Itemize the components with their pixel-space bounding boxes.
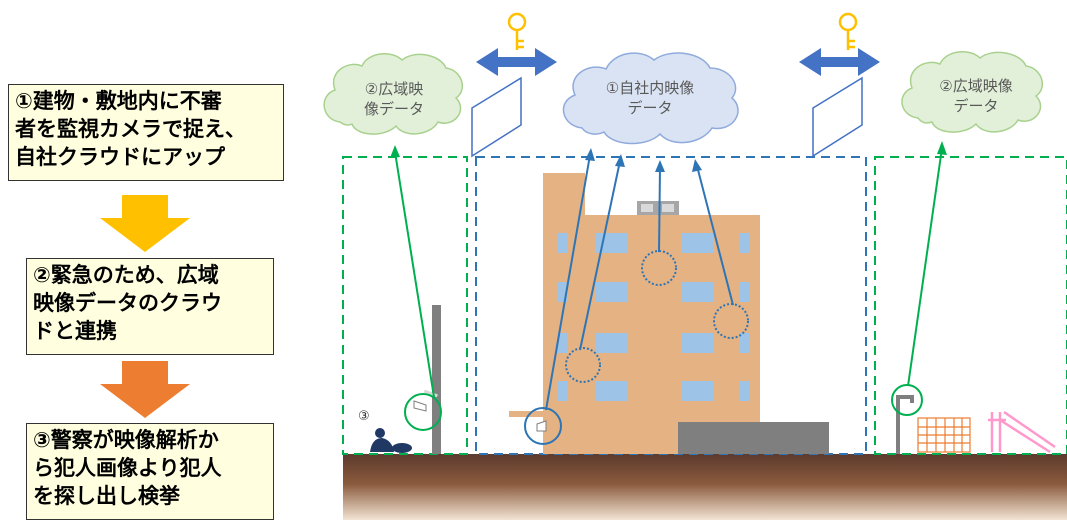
step-2-line-3: ドと連携 bbox=[33, 319, 117, 343]
left-cloud-line-2: 像データ bbox=[364, 100, 424, 118]
fence bbox=[917, 417, 971, 453]
left-cloud bbox=[323, 53, 464, 135]
step-3-line-2: ら犯人画像より犯人 bbox=[33, 456, 222, 480]
right-firewall-panel bbox=[812, 76, 863, 158]
step-3-line-3: を探し出し検挙 bbox=[33, 484, 180, 508]
center-cloud bbox=[562, 52, 739, 145]
down-arrow-1 bbox=[100, 195, 190, 252]
building-camera-circle-2 bbox=[641, 250, 677, 286]
office-building bbox=[509, 173, 760, 454]
step-2-box: ②緊急のため、広域 映像データのクラウ ドと連携 bbox=[26, 258, 274, 355]
blue-arrowhead-3 bbox=[655, 160, 665, 172]
right-camera-circle bbox=[891, 384, 923, 416]
center-cloud-line-1: ①自社内映像 bbox=[606, 79, 694, 97]
center-zone bbox=[475, 156, 867, 455]
left-pole bbox=[432, 305, 441, 454]
step-3-marker: ③ bbox=[358, 409, 370, 424]
left-camera-circle bbox=[404, 393, 442, 431]
left-cloud-line-1: ②広域映 bbox=[365, 80, 423, 98]
right-green-arrowhead bbox=[937, 141, 947, 155]
blue-upload-lines bbox=[545, 154, 734, 411]
step-2-line-2: 映像データのクラウ bbox=[33, 291, 222, 315]
step-1-box: ①建物・敷地内に不審 者を監視カメラで捉え、 自社クラウドにアップ bbox=[8, 84, 284, 181]
right-cloud-line-1: ②広域映像 bbox=[939, 77, 1012, 95]
left-key-icon bbox=[507, 12, 527, 50]
right-zone bbox=[874, 156, 1067, 455]
right-streetlight-icon bbox=[896, 395, 914, 454]
building-camera-circle-ground bbox=[524, 407, 562, 445]
right-link-arrow bbox=[799, 48, 880, 76]
down-arrow-2 bbox=[100, 361, 190, 418]
right-cloud-line-2: データ bbox=[953, 97, 998, 115]
left-firewall-panel bbox=[471, 76, 522, 158]
blue-arrowhead-1 bbox=[585, 148, 595, 161]
step-1-line-3: 自社クラウドにアップ bbox=[15, 145, 225, 169]
right-key-icon bbox=[838, 12, 858, 50]
green-upload-lines bbox=[394, 147, 943, 398]
suspect-figure-icon bbox=[370, 428, 412, 453]
building-camera-circle-1 bbox=[565, 347, 601, 383]
center-cloud-line-2: データ bbox=[627, 99, 672, 117]
building-camera-circle-3 bbox=[713, 303, 749, 339]
left-camera-icon bbox=[413, 400, 427, 412]
ground bbox=[343, 454, 1067, 520]
step-1-line-2: 者を監視カメラで捉え、 bbox=[15, 117, 246, 141]
left-green-arrowhead bbox=[390, 145, 400, 158]
playground-slide bbox=[988, 410, 1056, 454]
step-3-line-1: ③警察が映像解析か bbox=[33, 428, 219, 452]
step-1-line-1: ①建物・敷地内に不審 bbox=[15, 89, 222, 113]
building-camera-icon bbox=[536, 420, 547, 432]
left-link-arrow bbox=[476, 48, 557, 76]
right-cloud bbox=[901, 51, 1044, 133]
blue-arrowhead-2 bbox=[615, 154, 625, 167]
left-zone bbox=[342, 156, 468, 455]
blue-arrowhead-4 bbox=[692, 159, 702, 172]
annex-building bbox=[678, 422, 829, 454]
step-2-line-1: ②緊急のため、広域 bbox=[33, 263, 219, 287]
